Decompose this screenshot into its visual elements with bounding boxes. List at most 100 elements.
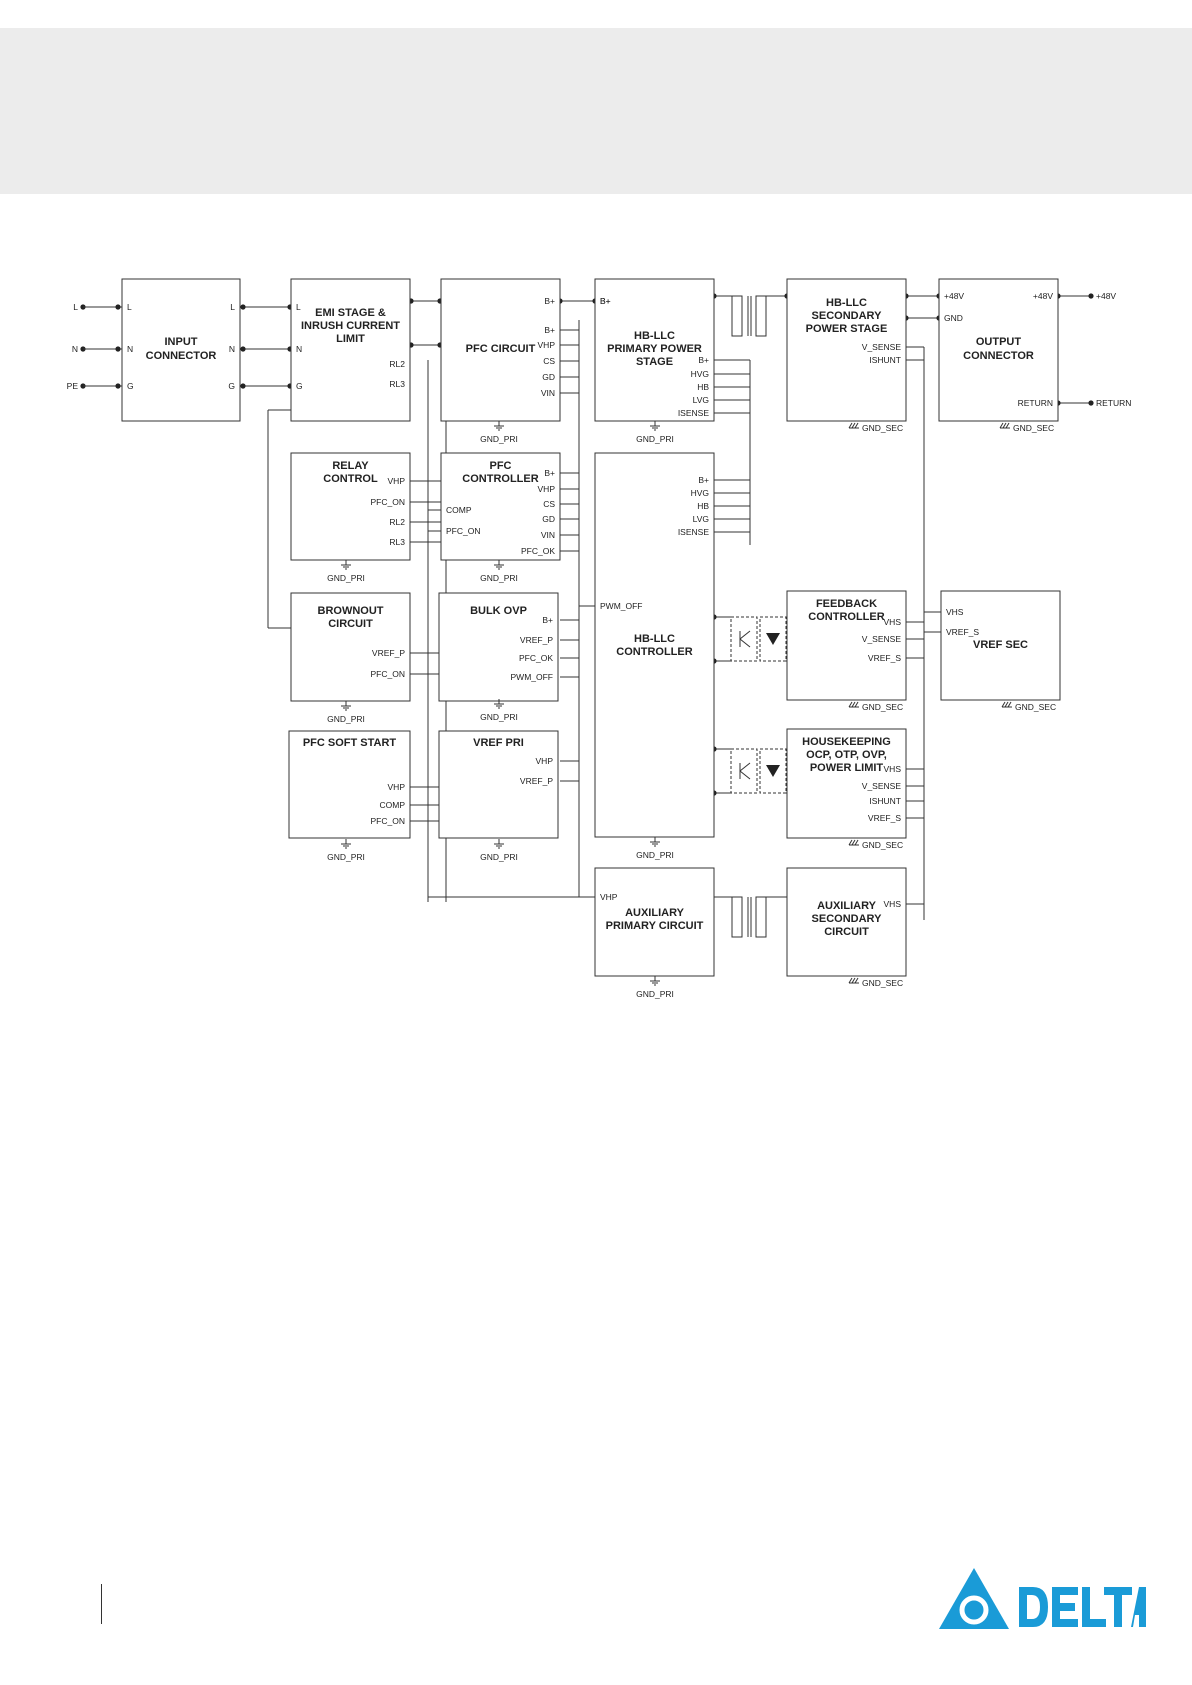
ground-symbol: GND_PRI	[480, 839, 518, 862]
junction-dot	[115, 304, 121, 310]
pin-label: +48V	[944, 291, 964, 301]
pin-label: V_SENSE	[862, 634, 902, 644]
pin-label: HB	[697, 501, 709, 511]
ground-symbol: GND_PRI	[327, 701, 365, 724]
relay-control-box	[290, 452, 411, 561]
emi-stage-box	[290, 278, 411, 422]
block-title: CONNECTOR	[146, 350, 217, 362]
feedback-controller-box	[786, 590, 907, 701]
pin-label: ISENSE	[678, 527, 710, 537]
pin-label: VHS	[884, 899, 902, 909]
pin-label: PFC_ON	[371, 816, 405, 826]
pfc-circuit-box	[440, 278, 561, 422]
terminal-label: +48V	[1096, 291, 1116, 301]
ground-label: GND_PRI	[480, 434, 518, 444]
junction-dot	[1088, 400, 1094, 406]
pin-label: B+	[600, 296, 611, 306]
pin-label: ISHUNT	[869, 796, 901, 806]
ground-symbol: GND_PRI	[636, 837, 674, 860]
block-title: RELAY	[332, 460, 369, 472]
block-title: POWER STAGE	[806, 323, 888, 335]
block-title: LIMIT	[336, 333, 365, 345]
block-title: STAGE	[636, 356, 673, 368]
pin-label: V_SENSE	[862, 342, 902, 352]
auxiliary-primary-box	[594, 867, 715, 977]
terminal-label: L	[73, 302, 78, 312]
pin-label: VHS	[884, 764, 902, 774]
block-title: CONTROLLER	[616, 646, 692, 658]
ground-symbol: GND_PRI	[636, 421, 674, 444]
pin-label: B+	[544, 325, 555, 335]
block-title: BULK OVP	[470, 605, 527, 617]
ground-label: GND_SEC	[862, 702, 903, 712]
output-connector-box	[938, 278, 1059, 422]
junction-dot	[115, 346, 121, 352]
block-title: HB-LLC	[634, 330, 675, 342]
pin-label: G	[296, 381, 303, 391]
pin-label: VHP	[388, 476, 406, 486]
junction-dot	[240, 383, 246, 389]
pin-label: VIN	[541, 388, 555, 398]
pin-label: B+	[542, 615, 553, 625]
hb-llc-controller-box	[594, 452, 715, 838]
pin-label: VHS	[884, 617, 902, 627]
pin-label: B+	[600, 296, 611, 306]
pin-label: LVG	[693, 514, 709, 524]
pin-label: GND	[944, 313, 963, 323]
ground-symbol: GND_PRI	[636, 976, 674, 999]
ground-label: GND_PRI	[327, 714, 365, 724]
pin-label: N	[296, 344, 302, 354]
block-title: PRIMARY CIRCUIT	[606, 920, 704, 932]
vref-sec-box	[940, 590, 1061, 701]
ground-label: GND_SEC	[862, 978, 903, 988]
pin-label: VREF_P	[520, 635, 553, 645]
block-title: PFC SOFT START	[303, 737, 397, 749]
pin-label: B+	[544, 468, 555, 478]
pin-label: VREF_P	[520, 776, 553, 786]
pin-label: L	[127, 302, 132, 312]
pin-label: PFC_OK	[519, 653, 553, 663]
ground-symbol: GND_SEC	[1001, 701, 1056, 712]
ground-label: GND_PRI	[327, 852, 365, 862]
bulk-ovp-box	[438, 592, 559, 702]
block-title: PFC CIRCUIT	[466, 343, 536, 355]
pin-label: +48V	[1033, 291, 1053, 301]
vref-pri-box	[438, 730, 559, 839]
pin-label: RL2	[389, 359, 405, 369]
pin-label: B+	[698, 355, 709, 365]
junction-dot	[1088, 293, 1094, 299]
block-title: EMI STAGE &	[315, 307, 386, 319]
pfc-soft-start-box	[288, 730, 411, 839]
pin-label: B+	[698, 475, 709, 485]
pin-label: L	[296, 302, 301, 312]
pfc-controller-box	[440, 452, 561, 561]
hb-llc-secondary-box	[786, 278, 907, 422]
ground-symbol: GND_SEC	[848, 839, 903, 850]
pin-label: ISENSE	[678, 408, 710, 418]
delta-swirl-icon	[959, 1595, 989, 1625]
ground-label: GND_SEC	[1015, 702, 1056, 712]
terminal-label: RETURN	[1096, 398, 1131, 408]
pin-label: VREF_S	[946, 627, 979, 637]
ground-symbol: GND_PRI	[327, 560, 365, 583]
block-title: FEEDBACK	[816, 598, 877, 610]
block-title: VREF PRI	[473, 737, 524, 749]
ground-symbol: GND_PRI	[480, 421, 518, 444]
block-title: PRIMARY POWER	[607, 343, 702, 355]
block-title: CIRCUIT	[824, 926, 869, 938]
ground-label: GND_SEC	[1013, 423, 1054, 433]
pin-label: L	[230, 302, 235, 312]
pin-label: VREF_S	[868, 653, 901, 663]
pin-label: CS	[543, 356, 555, 366]
block-title: CONTROLLER	[462, 473, 538, 485]
block-title: CIRCUIT	[328, 618, 373, 630]
pin-label: B+	[544, 296, 555, 306]
